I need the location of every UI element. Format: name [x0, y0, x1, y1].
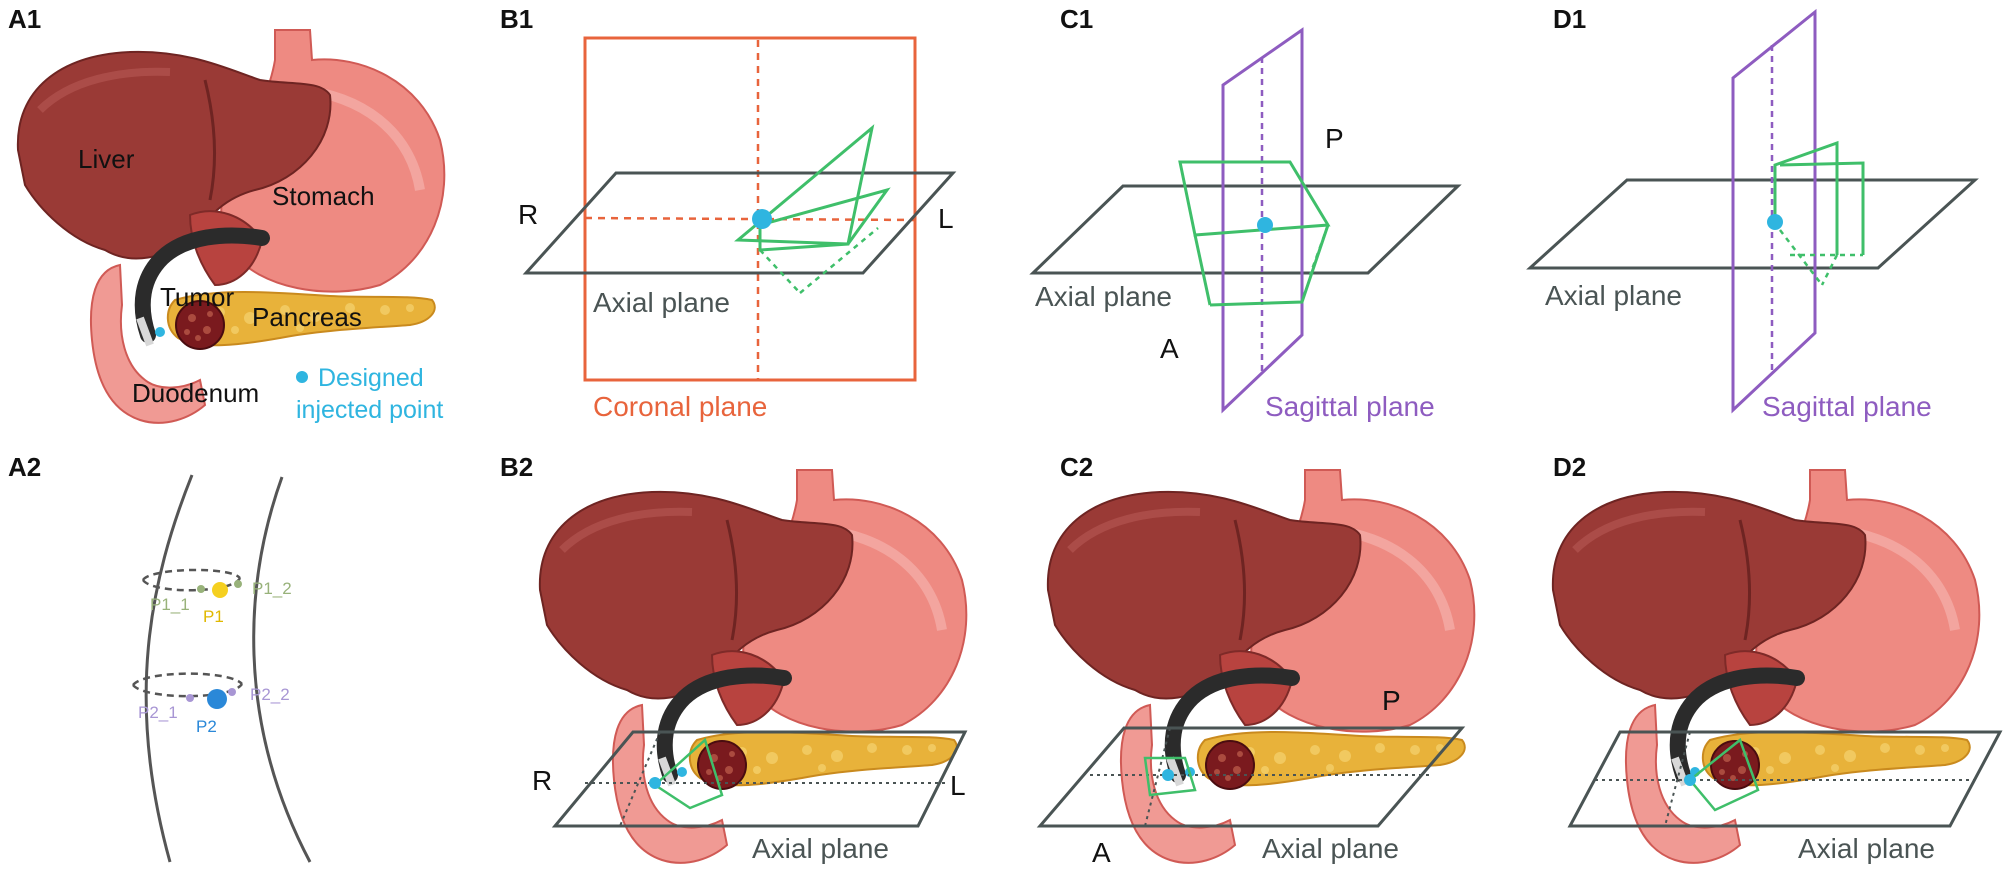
label-p1-2: P1_2 [252, 579, 292, 598]
axial-plane-c1 [1029, 184, 1462, 275]
needle-plane-d1-front [1773, 140, 1839, 255]
legend-line1: Designed [318, 364, 424, 392]
panel-d1: D1 Axial plane Sagittal plane [1526, 4, 1979, 422]
panel-label-c2: C2 [1060, 452, 1093, 482]
panel-a1: A1 Liver Stomach Tumor Pancreas Duodenum… [8, 4, 444, 424]
anatomy-illustration-d2 [1553, 470, 1979, 863]
label-p-c2: P [1382, 685, 1401, 716]
axial-d2-dotted-v [1664, 731, 1691, 827]
panel-a2: A2 P1_1 P1_2 P1 P2_1 P2_2 P2 [8, 452, 312, 863]
label-liver: Liver [78, 144, 135, 174]
sagittal-plane-d1 [1731, 8, 1817, 414]
injection-point-c2 [1162, 769, 1174, 781]
label-axial-b2: Axial plane [752, 833, 889, 864]
label-coronal-b1: Coronal plane [593, 391, 767, 422]
axial-b2-dotted-v [619, 731, 661, 827]
needle-plane-d1-dashed-3 [1820, 254, 1839, 286]
label-sagittal-c1: Sagittal plane [1265, 391, 1435, 422]
vessel-left-wall [144, 474, 194, 863]
p1-2-dot [234, 580, 242, 588]
label-duodenum: Duodenum [132, 378, 259, 408]
ring-1-front [141, 577, 242, 592]
injection-point-b2 [649, 777, 661, 789]
panel-label-b2: B2 [500, 452, 533, 482]
axial-plane-b1 [522, 171, 957, 275]
needle-plane-c2 [1143, 756, 1197, 797]
needle-plane-b2 [652, 737, 724, 810]
p1-1-dot [197, 585, 205, 593]
label-p-c1: P [1325, 123, 1344, 154]
label-p2: P2 [196, 717, 217, 736]
p2-dot [207, 689, 227, 709]
panel-c2: C2 P A Axial plane [1036, 452, 1474, 868]
ring-2-back [132, 672, 243, 686]
anatomy-illustration-c2 [1048, 470, 1474, 863]
needle-plane-upper [734, 124, 875, 246]
label-a-c2: A [1092, 837, 1111, 868]
injection-point-d1 [1767, 214, 1783, 230]
needle-plane-d2 [1688, 737, 1760, 812]
panel-label-a1: A1 [8, 4, 41, 34]
injection-point-d2 [1684, 774, 1696, 786]
label-axial-c1: Axial plane [1035, 281, 1172, 312]
vessel-right-wall [252, 476, 312, 863]
label-p2-2: P2_2 [250, 685, 290, 704]
panel-label-a2: A2 [8, 452, 41, 482]
needle-plane-c1-vertical [1209, 224, 1330, 307]
label-r-b1: R [518, 199, 538, 230]
injection-point-b1 [752, 209, 772, 229]
needle-plane-dashed-2 [799, 227, 879, 294]
axial-c2-dotted-v [1144, 727, 1171, 827]
legend-line2: injected point [296, 396, 443, 424]
panel-b2: B2 R L Axial plane [500, 452, 966, 864]
needle-plane-lower [758, 187, 891, 252]
coronal-plane [583, 36, 917, 382]
panel-label-d2: D2 [1553, 452, 1586, 482]
needle-plane-d1-dashed-1 [1779, 229, 1823, 286]
p2-1-dot [186, 694, 194, 702]
ring-1-back [141, 568, 241, 581]
label-a-c1: A [1160, 333, 1179, 364]
coronal-plane-mid-horizontal [584, 216, 916, 222]
p1-dot [212, 582, 228, 598]
panel-b1: B1 R L Axial plane Coronal plane [500, 4, 957, 422]
legend-injection-dot [296, 371, 308, 383]
needle-plane-c1-edge [1193, 234, 1212, 306]
label-axial-d1: Axial plane [1545, 280, 1682, 311]
panel-label-c1: C1 [1060, 4, 1093, 34]
sagittal-plane-c1 [1221, 27, 1304, 414]
axial-plane-d2 [1567, 730, 2003, 828]
label-pancreas: Pancreas [252, 302, 362, 332]
anatomy-illustration-b2 [540, 470, 966, 863]
axial-plane-b2 [551, 730, 968, 828]
label-axial-d2: Axial plane [1798, 833, 1935, 864]
label-l-b2: L [950, 770, 966, 801]
label-l-b1: L [938, 203, 954, 234]
label-axial-b1: Axial plane [593, 287, 730, 318]
label-tumor: Tumor [160, 282, 234, 312]
needle-plane-c1-dashed [1308, 224, 1330, 276]
needle-plane-c1-axial [1178, 160, 1331, 237]
needle-plane-d1-side [1779, 161, 1865, 255]
panel-label-d1: D1 [1553, 4, 1586, 34]
label-axial-c2: Axial plane [1262, 833, 1399, 864]
label-r-b2: R [532, 765, 552, 796]
label-sagittal-d1: Sagittal plane [1762, 391, 1932, 422]
panel-label-b1: B1 [500, 4, 533, 34]
label-p1-1: P1_1 [150, 595, 190, 614]
p2-2-dot [228, 688, 236, 696]
axial-plane-d1 [1526, 178, 1979, 270]
panel-d2: D2 Axial plane [1553, 452, 2003, 864]
label-p2-1: P2_1 [138, 703, 178, 722]
label-p1: P1 [203, 607, 224, 626]
panel-c1: C1 P A Axial plane Sagittal plane [1029, 4, 1462, 422]
injection-point-c1 [1257, 217, 1273, 233]
label-stomach: Stomach [272, 181, 375, 211]
axial-plane-c2 [1036, 726, 1466, 828]
